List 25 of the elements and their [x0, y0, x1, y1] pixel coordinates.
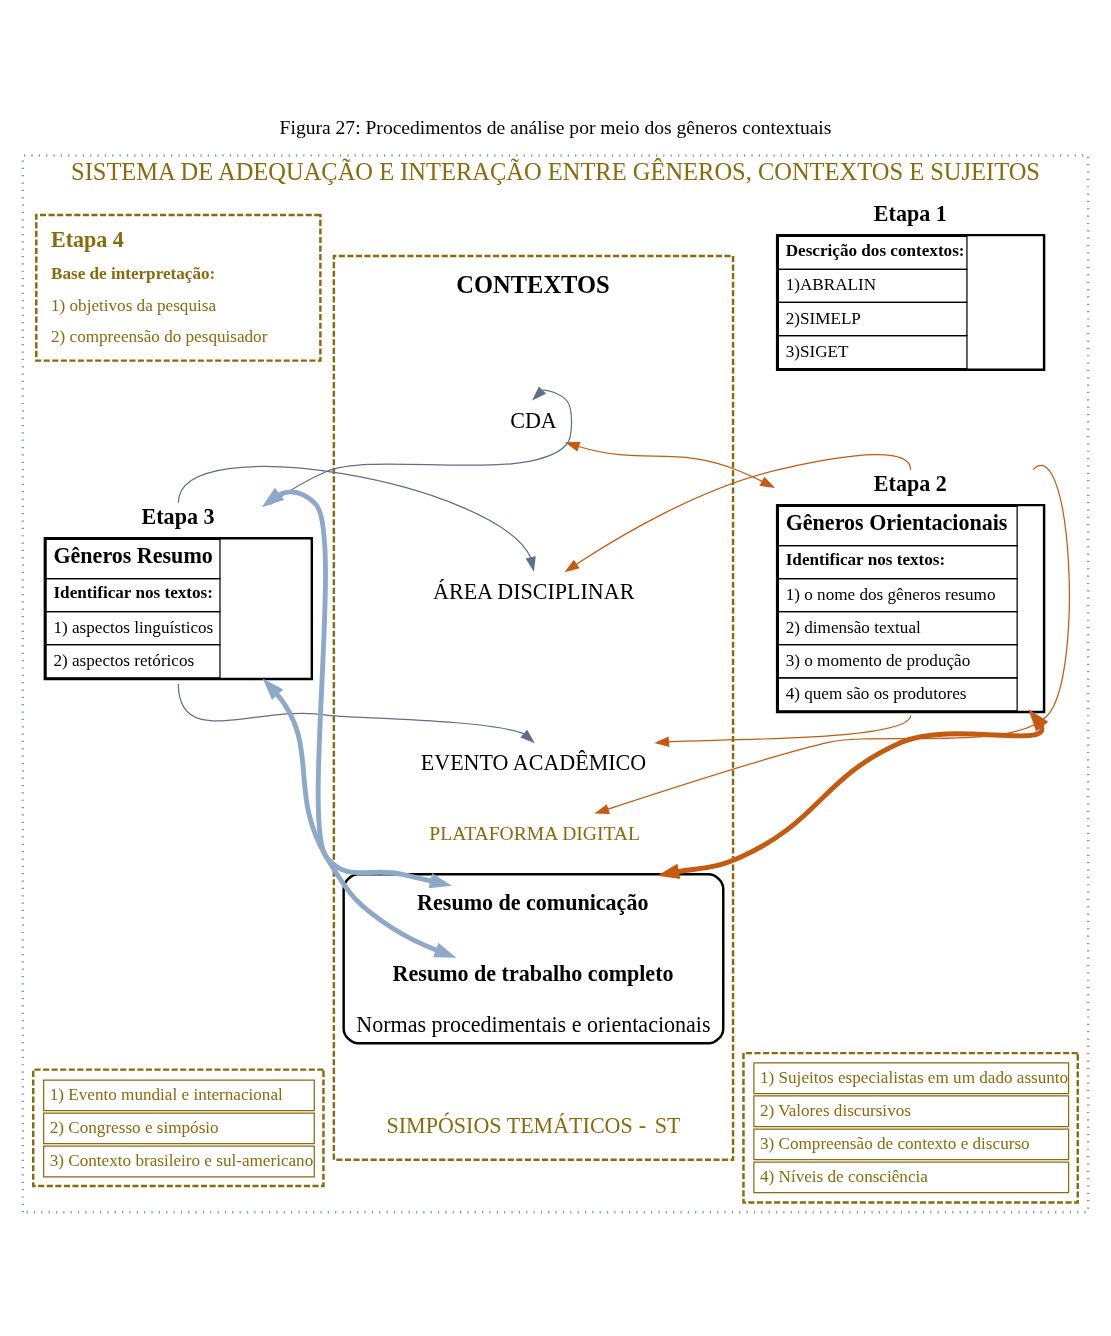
- arrow: [269, 386, 573, 506]
- arrow: [261, 487, 452, 889]
- arrow: [262, 678, 457, 958]
- node-label: Etapa 2: [873, 470, 947, 496]
- node-label: Etapa 1: [873, 200, 947, 226]
- node-text: Resumo de comunicação: [417, 890, 649, 916]
- node-text: CONTEXTOS: [456, 270, 610, 298]
- arrow: [177, 465, 536, 572]
- node-text: EVENTO ACADÊMICO: [420, 749, 647, 775]
- node-text: CDA: [510, 407, 557, 433]
- node-label: Etapa 3: [141, 503, 215, 529]
- arrow: [657, 709, 1049, 879]
- arrow: [654, 714, 912, 747]
- diagram-title: Figura 27: Procedimentos de análise por meio dos gêneros contextuais: [279, 117, 832, 139]
- node-text: Resumo de trabalho completo: [392, 961, 674, 987]
- arrow: [177, 683, 535, 744]
- node-box: 1) Sujeitos especialistas em um dado assunto 2) Valores discursivos 3) Compreensão de contexto e discurso 4) Níveis de consciência: [742, 1051, 1079, 1204]
- node-text: ÁREA DISCIPLINAR: [433, 578, 635, 604]
- cluster: [332, 254, 735, 1161]
- node-text: SIMPÓSIOS TEMÁTICOS - ST: [386, 1113, 681, 1139]
- node-box: 1) Evento mundial e internacional 2) Congresso e simpósio 3) Contexto brasileiro e sul-americano: [32, 1068, 325, 1188]
- node-text: PLATAFORMA DIGITAL: [429, 822, 640, 844]
- arrow: [564, 454, 912, 573]
- node-box: Etapa 4 Base de interpretação: 1) objetivos da pesquisa 2) compreensão do pesquisador: [35, 213, 322, 362]
- arrow: [564, 441, 775, 489]
